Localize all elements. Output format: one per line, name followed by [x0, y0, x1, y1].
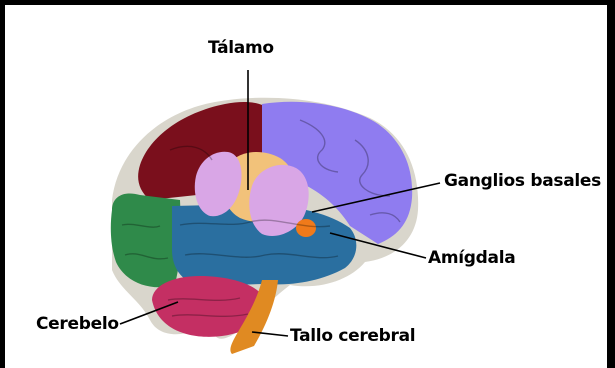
label-cerebellum: Cerebelo	[36, 316, 119, 333]
label-amygdala: Amígdala	[428, 250, 515, 267]
label-thalamus: Tálamo	[208, 40, 274, 57]
label-basal-ganglia: Ganglios basales	[444, 173, 601, 190]
amygdala	[296, 219, 316, 237]
label-brainstem: Tallo cerebral	[290, 328, 415, 345]
